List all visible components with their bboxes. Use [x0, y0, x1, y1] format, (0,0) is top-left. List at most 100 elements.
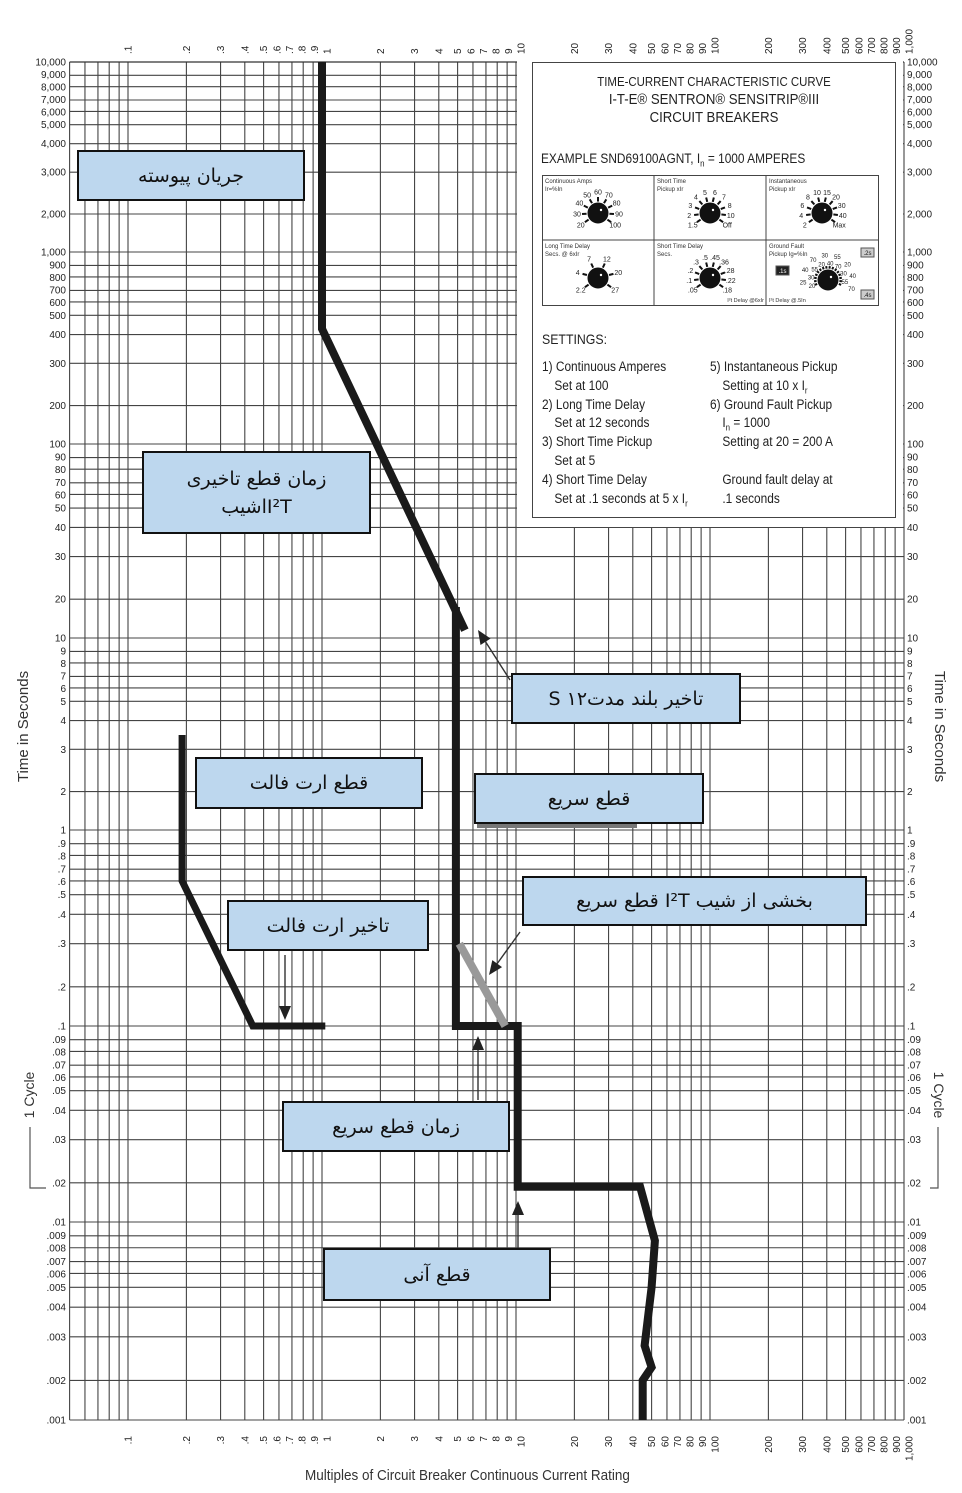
- arrow-head-icon: [478, 630, 491, 646]
- dial-label: .36: [719, 260, 729, 267]
- dial-pointer-icon: [823, 208, 827, 212]
- dial-badge: [860, 289, 875, 300]
- dial-knob-icon: [586, 201, 610, 225]
- y-tick-label-left: .1: [58, 1022, 67, 1033]
- x-tick-label-top: .3: [216, 45, 227, 54]
- dial-label: 100: [609, 222, 621, 229]
- x-tick-label-bottom: 900: [892, 1436, 903, 1453]
- y-tick-label-right: .6: [907, 877, 916, 888]
- dial-tick: [590, 263, 595, 269]
- y-tick-label-right: .01: [907, 1218, 921, 1229]
- settings-line: 6) Ground Fault Pickup: [710, 396, 837, 415]
- settings-text: Set at 12 seconds: [554, 415, 650, 431]
- arrow-shaft: [484, 641, 511, 681]
- x-tick-label-bottom: 50: [647, 1436, 658, 1448]
- dial-title: Instantaneous: [769, 179, 807, 185]
- x-tick-label-bottom: .6: [272, 1436, 283, 1445]
- note-text: قطع آنی: [403, 1263, 471, 1286]
- dial-tick: [832, 213, 838, 217]
- settings-line: Setting at 20 = 200 A: [710, 433, 837, 452]
- settings-line: Set at .1 seconds at 5 x Ir: [542, 490, 687, 509]
- y-tick-label-right: 60: [907, 490, 919, 501]
- dial-title: Short Time Delay: [657, 244, 703, 250]
- x-tick-label-top: .1: [124, 45, 135, 54]
- dial-label: 30: [808, 276, 815, 282]
- settings-line: 1) Continuous Amperes: [542, 358, 688, 377]
- dial-tick: [705, 262, 709, 268]
- dial-knob-icon: [586, 266, 610, 290]
- y-tick-label-left: 7: [60, 671, 66, 682]
- y-tick-label-left: 8: [60, 659, 66, 670]
- y-tick-label-left: 400: [49, 330, 66, 341]
- y-tick-label-left: 20: [55, 595, 67, 606]
- dial-label: 40: [576, 201, 584, 208]
- dial-label: 7: [587, 256, 591, 263]
- x-tick-label-bottom: 200: [764, 1436, 775, 1453]
- y-tick-label-right: .04: [907, 1106, 921, 1117]
- y-tick-label-right: 7,000: [907, 95, 932, 106]
- x-tick-label-top: 300: [798, 37, 809, 54]
- x-tick-label-bottom: .2: [182, 1436, 193, 1445]
- y-tick-label-right: 4: [907, 716, 913, 727]
- dial-subtitle: Pickup xIr: [657, 187, 683, 193]
- settings-text: Set at .1 seconds at 5 x I: [554, 490, 686, 506]
- x-tick-label-top: .8: [297, 45, 308, 54]
- dial-tick: [696, 218, 702, 223]
- dial-tick: [601, 263, 606, 269]
- x-tick-label-bottom: .5: [259, 1436, 270, 1445]
- dial-label: 70: [848, 287, 855, 293]
- y-tick-label-right: 100: [907, 440, 924, 451]
- y-tick-label-left: 200: [49, 401, 66, 412]
- settings-line: Setting at 10 x Ir: [710, 377, 837, 396]
- x-tick-label-top: 90: [698, 42, 709, 54]
- settings-text: I: [722, 415, 726, 431]
- dial-label: 30: [821, 254, 828, 260]
- dial-label: 5: [703, 190, 707, 197]
- y-tick-label-left: .004: [47, 1303, 67, 1314]
- x-tick-label-top: 1: [322, 48, 333, 54]
- y-tick-label-right: 6,000: [907, 108, 932, 119]
- dial-label: .18: [722, 287, 732, 294]
- arrow-head-icon: [489, 960, 503, 975]
- settings-heading: SETTINGS:: [542, 331, 608, 347]
- short-time-instantaneous-curve: [451, 607, 659, 1420]
- settings-line: Set at 100: [542, 377, 688, 396]
- phase-trip-curve: [318, 62, 469, 632]
- dial-tick: [608, 272, 614, 277]
- x-tick-label-top: 900: [892, 37, 903, 54]
- y-tick-label-right: 500: [907, 311, 924, 322]
- y-tick-label-right: 80: [907, 465, 919, 476]
- cycle-label-left: 1 Cycle: [21, 1071, 37, 1118]
- x-tick-label-bottom: 1,000: [904, 1436, 915, 1461]
- dial-tick: [806, 206, 813, 211]
- dial-label: .3: [693, 260, 699, 267]
- y-tick-label-left: 6,000: [41, 108, 66, 119]
- x-tick-label-bottom: 4: [434, 1436, 445, 1442]
- x-tick-label-top: 4: [434, 48, 445, 54]
- dial-label: 55: [842, 280, 849, 286]
- y-tick-label-left: .07: [52, 1060, 66, 1071]
- y-tick-label-right: .003: [907, 1332, 927, 1343]
- arrow-head-icon: [512, 1201, 524, 1215]
- arrow-head-icon: [472, 1036, 484, 1050]
- x-tick-label-bottom: .9: [310, 1436, 321, 1445]
- settings-text: Set at 100: [554, 377, 609, 393]
- y-tick-label-right: .02: [907, 1178, 921, 1189]
- dial-label: 20: [832, 195, 840, 202]
- settings-line: 4) Short Time Delay: [542, 471, 688, 490]
- curves: [178, 62, 659, 1420]
- settings-text: 3) Short Time Pickup: [542, 434, 653, 450]
- y-tick-label-right: .08: [907, 1047, 921, 1058]
- y-tick-label-left: .008: [47, 1244, 67, 1255]
- dial-label: 7: [722, 195, 726, 202]
- settings-subscript: n: [725, 423, 731, 434]
- settings-text: Setting at 10 x I: [722, 377, 805, 393]
- note-text: جریان پیوسته: [138, 164, 244, 187]
- annotation-arrow: [478, 630, 511, 681]
- settings-text: 2) Long Time Delay: [542, 396, 646, 412]
- dial-label: 2.2: [576, 287, 586, 294]
- y-tick-label-left: .9: [58, 839, 67, 850]
